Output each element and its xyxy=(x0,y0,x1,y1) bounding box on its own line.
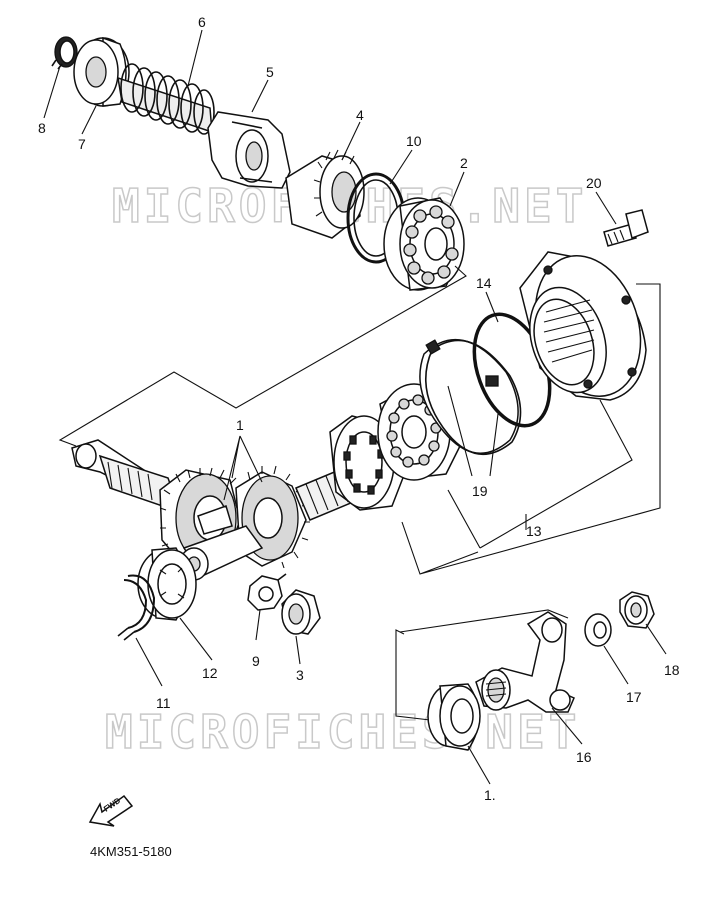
callout-9: 9 xyxy=(252,653,260,669)
callout-8: 8 xyxy=(38,120,46,136)
part-5-yoke xyxy=(207,111,291,189)
part-9-lock-washer xyxy=(247,573,287,611)
part-1-shaft-gears xyxy=(71,439,371,581)
callout-13: 13 xyxy=(526,523,542,539)
callout-numbers: 1 2 3 4 5 6 7 8 9 10 11 12 13 14 1. 16 1… xyxy=(38,14,680,803)
diagram-code: 4KM351-5180 xyxy=(90,844,172,859)
callout-18: 18 xyxy=(664,662,680,678)
leader-lines xyxy=(43,29,667,785)
fwd-arrow-icon: FWD xyxy=(88,794,134,827)
watermark-bottom: MICROFICHES.NET xyxy=(105,705,580,759)
part-15-oil-seal xyxy=(427,683,481,751)
part-2-bearing xyxy=(383,197,465,291)
part-17-washer xyxy=(584,613,612,647)
part-bearing-housing xyxy=(519,251,647,401)
part-gear-ring xyxy=(329,415,407,511)
callout-17: 17 xyxy=(626,689,642,705)
part-6-spring xyxy=(117,63,215,135)
part-7-spring-seat xyxy=(73,36,130,107)
bracket-top-group xyxy=(58,265,467,447)
callout-5: 5 xyxy=(266,64,274,80)
callout-4: 4 xyxy=(356,107,364,123)
part-12-seal xyxy=(137,547,197,621)
part-20-bolt xyxy=(603,209,649,247)
part-3-nut xyxy=(281,589,321,635)
callout-16: 16 xyxy=(576,749,592,765)
bracket-part-13 xyxy=(401,283,661,575)
part-16-yoke xyxy=(475,611,575,713)
callout-10: 10 xyxy=(406,133,422,149)
part-11-circlip xyxy=(117,574,156,641)
callout-19: 19 xyxy=(472,483,488,499)
callout-6: 6 xyxy=(198,14,206,30)
callout-12: 12 xyxy=(202,665,218,681)
callout-1: 1 xyxy=(236,417,244,433)
callout-11: 11 xyxy=(156,695,171,711)
callout-7: 7 xyxy=(78,136,86,152)
part-18-nut xyxy=(619,591,655,629)
callout-15: 1. xyxy=(484,787,496,803)
part-8-circlip xyxy=(51,36,78,70)
callout-14: 14 xyxy=(476,275,492,291)
bracket-lower-group xyxy=(395,609,569,721)
callout-20: 20 xyxy=(586,175,602,191)
callout-2: 2 xyxy=(460,155,468,171)
callout-3: 3 xyxy=(296,667,304,683)
part-4-clutch-hub xyxy=(285,149,365,239)
